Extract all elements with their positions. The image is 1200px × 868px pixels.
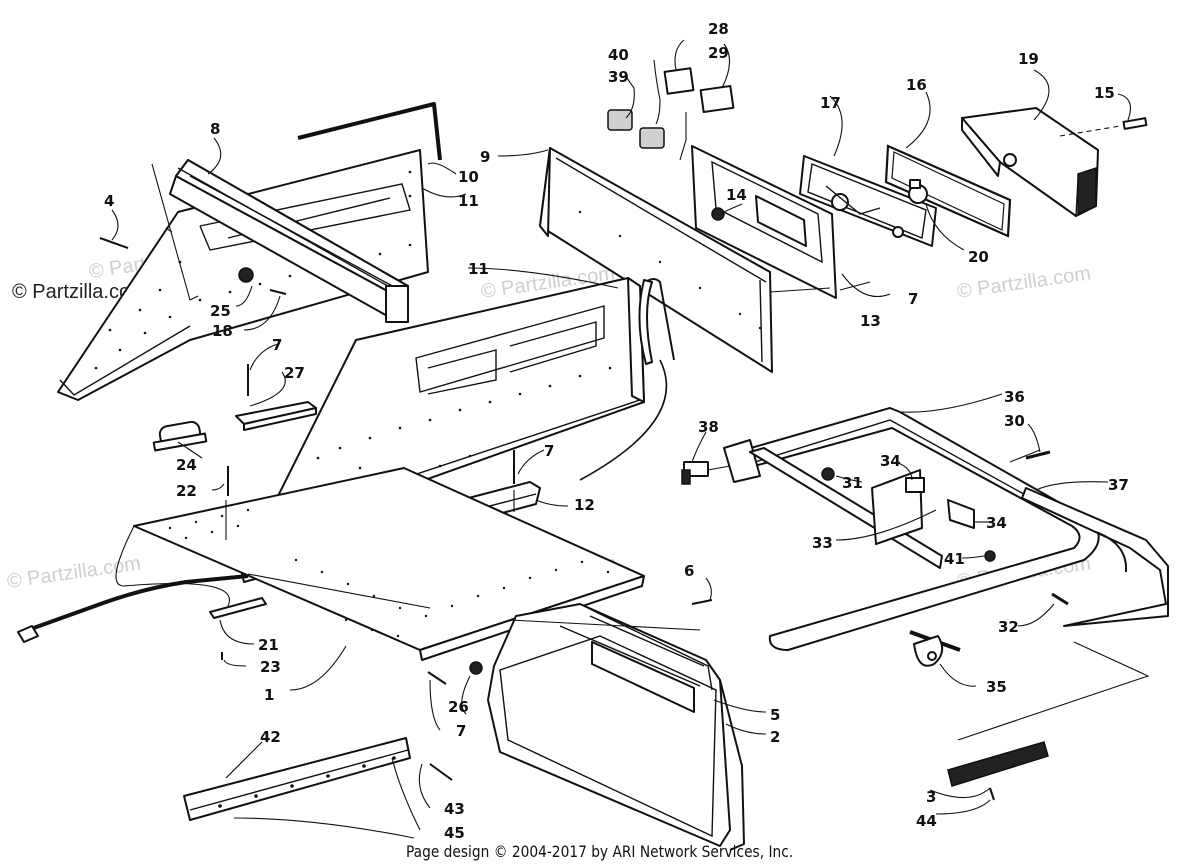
hinge-24 — [152, 420, 208, 452]
callout-28: 28 — [708, 20, 729, 38]
plug-38 — [681, 461, 709, 485]
rear-panel — [539, 147, 773, 373]
callout-14: 14 — [726, 186, 747, 204]
callout-9: 9 — [480, 148, 490, 166]
callout-7: 7 — [456, 722, 466, 740]
callout-16: 16 — [906, 76, 927, 94]
lens-cover — [961, 107, 1099, 218]
bracket-21 — [209, 597, 267, 619]
callout-36: 36 — [1004, 388, 1025, 406]
watermark: © Partzilla.com — [956, 262, 1093, 303]
callout-33: 33 — [812, 534, 833, 552]
callout-2: 2 — [770, 728, 780, 746]
callout-17: 17 — [820, 94, 841, 112]
callout-31: 31 — [842, 474, 863, 492]
mount-plate — [691, 145, 837, 299]
hitch-35 — [909, 630, 961, 667]
reflector — [947, 739, 1049, 801]
callout-1: 1 — [264, 686, 274, 704]
callout-3: 3 — [926, 788, 936, 806]
callout-10: 10 — [458, 168, 479, 186]
gasket — [884, 144, 1012, 238]
frame-screws — [1025, 450, 1069, 606]
callout-labels: 1 2 3 4 5 6 7 7 7 7 8 9 10 11 11 12 13 1… — [104, 20, 1129, 842]
callout-27: 27 — [284, 364, 305, 382]
callout-34: 34 — [880, 452, 901, 470]
callout-11: 11 — [468, 260, 489, 278]
callout-43: 43 — [444, 800, 465, 818]
callout-8: 8 — [210, 120, 220, 138]
callout-35: 35 — [986, 678, 1007, 696]
callout-7: 7 — [908, 290, 918, 308]
callout-42: 42 — [260, 728, 281, 746]
callout-5: 5 — [770, 706, 780, 724]
callout-20: 20 — [968, 248, 989, 266]
callout-7: 7 — [272, 336, 282, 354]
callout-26: 26 — [448, 698, 469, 716]
lower-side-panel — [487, 603, 745, 851]
bracket-27 — [235, 401, 317, 431]
callout-45: 45 — [444, 824, 465, 842]
small-fasteners — [221, 364, 713, 685]
leader-lines — [111, 39, 1131, 839]
callout-6: 6 — [684, 562, 694, 580]
callout-18: 18 — [212, 322, 233, 340]
callout-23: 23 — [260, 658, 281, 676]
rail-bar — [169, 159, 409, 323]
callout-22: 22 — [176, 482, 197, 500]
bracket-rod — [297, 102, 442, 161]
guide-lines — [151, 112, 1150, 741]
tail-light-housing — [799, 155, 937, 247]
callout-4: 4 — [104, 192, 114, 210]
bulb — [908, 179, 928, 204]
callout-11: 11 — [458, 192, 479, 210]
callout-39: 39 — [608, 68, 629, 86]
footer-copyright: Page design © 2004-2017 by ARI Network S… — [405, 842, 794, 861]
callout-19: 19 — [1018, 50, 1039, 68]
callout-29: 29 — [708, 44, 729, 62]
cross-bracket — [749, 447, 996, 569]
watermark: © Partzilla.com — [6, 552, 143, 593]
left-fasteners — [99, 237, 287, 295]
callout-15: 15 — [1094, 84, 1115, 102]
wire-harness — [17, 574, 249, 643]
callout-21: 21 — [258, 636, 279, 654]
rear-frame — [723, 407, 1169, 651]
callout-38: 38 — [698, 418, 719, 436]
callout-24: 24 — [176, 456, 197, 474]
callout-32: 32 — [998, 618, 1019, 636]
decals — [607, 67, 735, 149]
callout-34: 34 — [986, 514, 1007, 532]
callout-30: 30 — [1004, 412, 1025, 430]
callout-13: 13 — [860, 312, 881, 330]
callout-41: 41 — [944, 550, 965, 568]
callout-40: 40 — [608, 46, 629, 64]
watermark-left: © Partzilla.com — [12, 281, 147, 303]
callout-37: 37 — [1108, 476, 1129, 494]
callout-44: 44 — [916, 812, 937, 830]
callout-25: 25 — [210, 302, 231, 320]
screw-15 — [1059, 117, 1148, 137]
lower-bracket — [183, 737, 453, 821]
callout-7: 7 — [544, 442, 554, 460]
callout-12: 12 — [574, 496, 595, 514]
center-side-panel — [267, 277, 653, 529]
